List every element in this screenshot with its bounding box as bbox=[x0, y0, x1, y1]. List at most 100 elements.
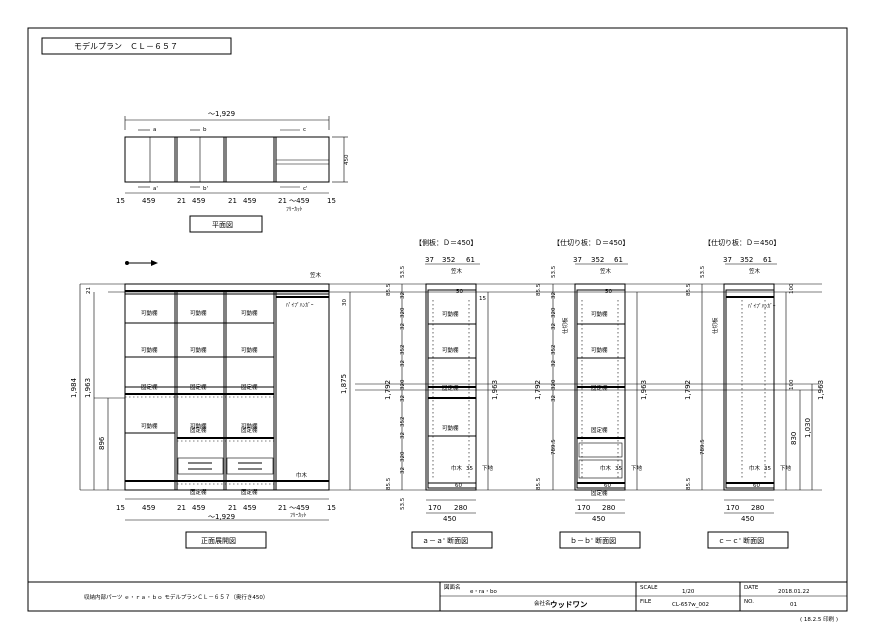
section-b-bottom-2: 280 bbox=[602, 504, 615, 512]
section-c-top-2: 352 bbox=[740, 256, 753, 264]
section-c-top-1: 37 bbox=[723, 256, 732, 264]
section-b-left-3: 32 bbox=[551, 292, 557, 299]
tb-company: ウッドワン bbox=[550, 600, 588, 609]
front-movable-9: 可動棚 bbox=[241, 422, 258, 430]
front-dim-7: 21 ～459 bbox=[278, 504, 310, 512]
section-b-h1: 1,792 bbox=[534, 380, 542, 400]
plan-free-cut: ﾌﾘｰｶｯﾄ bbox=[286, 206, 303, 213]
front-height-low: 896 bbox=[98, 436, 106, 450]
tb-date: 2018.01.22 bbox=[778, 589, 810, 595]
front-dim-1: 15 bbox=[116, 504, 125, 512]
section-c-r2: 100 bbox=[789, 379, 795, 390]
front-right-height: 1,875 bbox=[340, 374, 348, 394]
section-b-top-3: 61 bbox=[614, 256, 623, 264]
section-a-left-11: 32 bbox=[400, 432, 406, 439]
front-fixed-5: 固定棚 bbox=[241, 426, 258, 434]
sheet-border bbox=[27, 27, 848, 612]
section-b-left-6: 352 bbox=[551, 345, 557, 356]
section-a-left-15: 53.5 bbox=[400, 497, 406, 510]
section-b-left-5: 32 bbox=[551, 323, 557, 330]
section-a-top-3: 61 bbox=[466, 256, 475, 264]
section-a-depth: 450 bbox=[443, 515, 456, 523]
section-mark-b: b bbox=[203, 127, 207, 133]
tb-project: 収納内部パーツ ｅ・ｒａ・ｂｏ モデルプランＣＬ－６５７（奥行き450） bbox=[84, 593, 268, 601]
section-mark-c-prime: c' bbox=[303, 186, 308, 192]
section-a-left-3: 32 bbox=[400, 292, 406, 299]
section-a-h2: 1,963 bbox=[491, 380, 499, 400]
section-b-beam-bottom: 巾木 bbox=[600, 464, 612, 472]
section-b-header: 【仕切り板：Ｄ＝450】 bbox=[553, 238, 629, 247]
tb-label-no: NO. bbox=[744, 599, 754, 605]
section-c-rod: ﾊﾟｲﾌﾟﾊﾝｶﾞｰ bbox=[748, 303, 776, 310]
section-c-b2: 35 bbox=[764, 466, 771, 472]
front-height-mid: 1,963 bbox=[84, 378, 92, 398]
section-a-left-13: 32 bbox=[400, 467, 406, 474]
section-a-left-1: 53.5 bbox=[400, 265, 406, 278]
section-b-fixed-1: 固定棚 bbox=[591, 384, 608, 392]
page-title: モデルプラン ＣＬ－６５７ bbox=[74, 41, 178, 51]
front-beam-top: 笠木 bbox=[310, 271, 322, 279]
section-c-h2: 1,963 bbox=[817, 380, 825, 400]
section-c-r1: 100 bbox=[789, 283, 795, 294]
front-movable-3: 可動棚 bbox=[241, 309, 258, 317]
plan-depth-label: 450 bbox=[344, 154, 350, 165]
section-a-left-8: 320 bbox=[400, 379, 406, 390]
section-b-left-8: 320 bbox=[551, 379, 557, 390]
front-right-top: 30 bbox=[342, 299, 348, 306]
section-c-h1: 1,792 bbox=[684, 380, 692, 400]
section-mark-b-prime: b' bbox=[203, 186, 208, 192]
front-fixed-7: 固定棚 bbox=[241, 488, 258, 496]
front-height-total: 1,984 bbox=[70, 377, 78, 398]
front-movable-4: 可動棚 bbox=[141, 346, 158, 354]
front-elevation: 可動棚 可動棚 可動棚 可動棚 可動棚 可動棚 固定棚 固定棚 固定棚 可動棚 … bbox=[70, 271, 351, 549]
section-a-beam-top: 笠木 bbox=[451, 267, 463, 275]
section-mark-a: a bbox=[153, 127, 156, 133]
section-a-beam-bottom: 巾木 bbox=[451, 464, 463, 472]
section-b-b1: 60 bbox=[604, 483, 611, 489]
section-a-h1: 1,792 bbox=[384, 380, 392, 400]
front-dim-6: 459 bbox=[243, 504, 256, 512]
front-rod: ﾊﾟｲﾌﾟﾊﾝｶﾞｰ bbox=[286, 302, 314, 309]
front-fixed-6: 固定棚 bbox=[190, 488, 207, 496]
section-c-r4: 1,030 bbox=[804, 418, 812, 438]
front-fixed-2: 固定棚 bbox=[190, 383, 207, 391]
section-b-side: 仕切板 bbox=[561, 317, 569, 334]
section-a-left-12: 320 bbox=[400, 451, 406, 462]
section-a-left-14: 85.5 bbox=[386, 477, 392, 490]
front-free-cut: ﾌﾘｰｶｯﾄ bbox=[290, 512, 307, 519]
section-c-b1: 60 bbox=[753, 483, 760, 489]
section-b-b2: 35 bbox=[615, 466, 622, 472]
section-c-left-2: 85.5 bbox=[686, 283, 692, 296]
section-a-caption: ａ－ａ' 断面図 bbox=[422, 536, 468, 545]
section-b-movable-2: 可動棚 bbox=[591, 346, 608, 354]
section-c-beam-top: 笠木 bbox=[749, 267, 761, 275]
tb-label-company: 会社名 bbox=[534, 599, 551, 607]
front-movable-1: 可動棚 bbox=[141, 309, 158, 317]
section-c-bottom-2: 280 bbox=[751, 504, 764, 512]
section-b-left-11: 85.5 bbox=[536, 477, 542, 490]
section-b-depth: 450 bbox=[592, 515, 605, 523]
section-b-beam-top: 笠木 bbox=[600, 267, 612, 275]
plan-caption: 平面図 bbox=[212, 221, 233, 229]
tb-label-scale: SCALE bbox=[640, 585, 658, 591]
tb-name: e・ra・bo bbox=[470, 589, 498, 595]
plan-dim-7: 21 ～459 bbox=[278, 197, 310, 205]
section-a-left-2: 85.5 bbox=[386, 283, 392, 296]
section-a-b1: 60 bbox=[455, 483, 462, 489]
section-a-movable-3: 可動棚 bbox=[442, 424, 459, 432]
title-block: 収納内部パーツ ｅ・ｒａ・ｂｏ モデルプランＣＬ－６５７（奥行き450） 図面名… bbox=[28, 581, 847, 623]
direction-arrow-icon bbox=[125, 260, 158, 266]
plan-dim-8: 15 bbox=[327, 197, 336, 205]
tb-no: 01 bbox=[790, 602, 797, 608]
front-caption: 正面展開図 bbox=[201, 537, 236, 545]
section-b-left-2: 85.5 bbox=[536, 283, 542, 296]
section-c-side: 仕切板 bbox=[711, 317, 719, 334]
section-c-left-3: 789.5 bbox=[700, 439, 706, 455]
plan-dim-6: 459 bbox=[243, 197, 256, 205]
front-movable-7: 可動棚 bbox=[141, 422, 158, 430]
section-b-bottom-1: 170 bbox=[577, 504, 590, 512]
plan-dim-2: 459 bbox=[142, 197, 155, 205]
front-dim-5: 21 bbox=[228, 504, 237, 512]
section-a-left-6: 352 bbox=[400, 345, 406, 356]
